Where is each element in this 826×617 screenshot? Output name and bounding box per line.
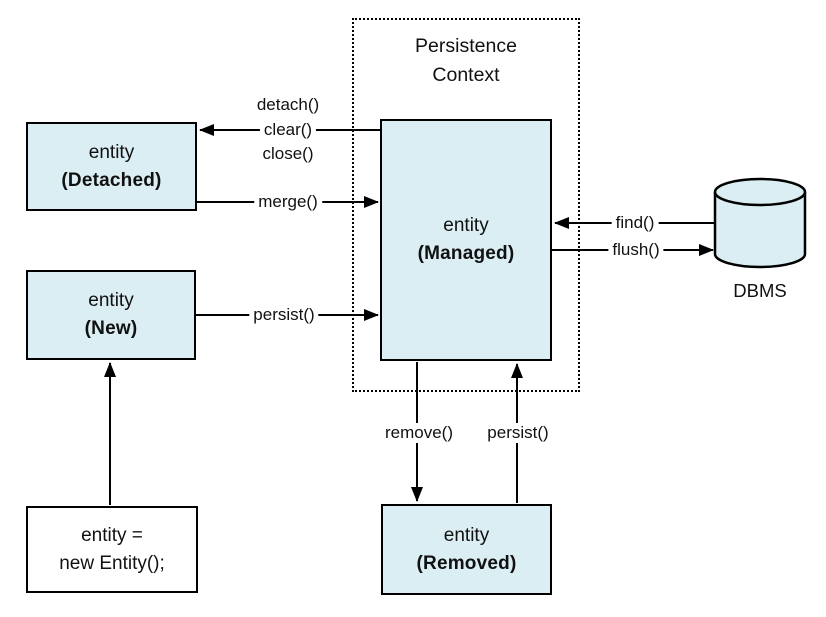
node-entity-detached: entity (Detached) (26, 122, 197, 211)
edge-label-remove: remove() (380, 423, 458, 443)
edge-label-clear: clear() (259, 120, 317, 140)
edge-label-find: find() (611, 213, 659, 233)
persistence-context-title-line1: Persistence (415, 35, 517, 57)
edge-label-close: close() (262, 144, 314, 163)
creation-code-line2: new Entity(); (59, 552, 165, 574)
entity-label: entity (88, 290, 134, 311)
dbms-label: DBMS (733, 280, 787, 301)
entity-state-new: (New) (84, 318, 138, 339)
persistence-context-title-line2: Context (432, 64, 500, 86)
entity-label: entity (88, 141, 135, 163)
entity-state-managed: (Managed) (417, 243, 515, 264)
edge-label-persist-new: persist() (249, 305, 319, 325)
entity-state-detached: (Detached) (61, 169, 162, 191)
persistence-context-title: Persistence Context (352, 32, 580, 90)
creation-code-line1: entity = (81, 524, 143, 546)
node-entity-new: entity (New) (26, 270, 196, 360)
edge-label-merge: merge() (254, 192, 322, 212)
node-entity-removed: entity (Removed) (381, 504, 552, 595)
node-entity-managed: entity (Managed) (380, 119, 552, 361)
dbms-cylinder-icon (713, 177, 807, 269)
edge-label-detach: detach() (256, 95, 320, 114)
entity-label: entity (443, 524, 490, 546)
dbms-cylinder-body (713, 192, 807, 269)
entity-state-removed: (Removed) (416, 552, 517, 574)
persistence-context-boundary (352, 18, 580, 392)
edge-label-flush: flush() (608, 240, 664, 260)
dbms-cylinder-top (713, 177, 807, 207)
entity-label: entity (443, 215, 489, 236)
edge-label-persist-removed: persist() (483, 423, 553, 443)
node-entity-creation-code: entity = new Entity(); (26, 506, 198, 593)
